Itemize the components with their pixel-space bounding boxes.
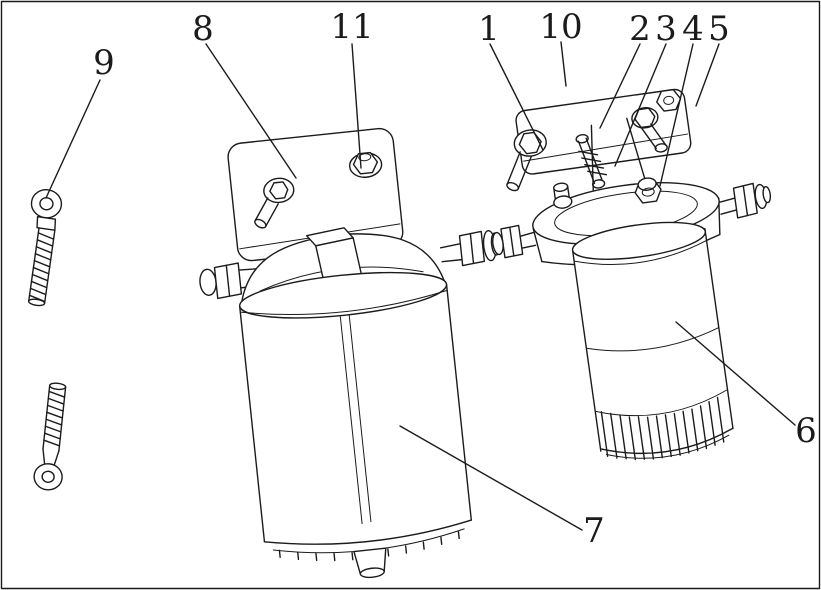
leader-line-8 (205, 43, 297, 179)
callout-label-5: 5 (708, 9, 730, 49)
leader-line-5 (695, 43, 720, 107)
callout-label-1: 1 (478, 9, 500, 49)
callout-label-7: 7 (583, 511, 605, 551)
left-filter-assembly (199, 127, 501, 579)
right-filter-assembly (492, 88, 772, 461)
inlet-fitting (492, 224, 537, 259)
spring-stud (575, 134, 608, 189)
callout-label-8: 8 (192, 9, 214, 49)
spring-coils (578, 150, 608, 176)
callout-label-10: 10 (539, 7, 582, 47)
callout-labels: 9 8 11 1 10 2 3 4 5 6 7 (93, 7, 817, 551)
fluted-rim (278, 530, 460, 562)
hex-bolt-1 (506, 129, 547, 192)
callout-label-6: 6 (795, 411, 817, 451)
leader-line-2 (599, 43, 641, 129)
leader-line-6 (675, 321, 796, 426)
outlet-fitting (718, 182, 772, 219)
banjo-eye-bolt (28, 189, 63, 307)
leader-line-1 (489, 43, 544, 151)
filter-canister-right (571, 221, 734, 461)
spindle-right (439, 230, 501, 267)
thread-hatching (28, 232, 55, 303)
callout-label-4: 4 (682, 9, 704, 49)
leader-line-4 (659, 43, 694, 187)
small-hex-bolt (631, 107, 668, 153)
vent-port (553, 182, 573, 209)
center-bolt (634, 177, 662, 204)
leader-line-11 (351, 43, 362, 169)
thread-hatching (43, 390, 66, 447)
spindle-left (199, 262, 269, 300)
filter-canister-left (238, 271, 473, 562)
callout-label-2: 2 (629, 9, 651, 49)
threaded-eye-stud (33, 382, 67, 491)
knurled-band (600, 396, 725, 461)
callout-label-3: 3 (655, 9, 677, 49)
bracket-bolt-8 (254, 177, 295, 229)
leader-line-9 (45, 79, 101, 199)
drain-plug (353, 547, 387, 579)
callout-label-11: 11 (330, 7, 373, 47)
leader-line-7 (399, 425, 583, 531)
leader-line-10 (560, 41, 567, 87)
leader-lines (45, 41, 796, 531)
bracket-hex-bolt (348, 151, 383, 178)
callout-label-9: 9 (93, 43, 115, 83)
leader-line-3 (614, 43, 667, 167)
